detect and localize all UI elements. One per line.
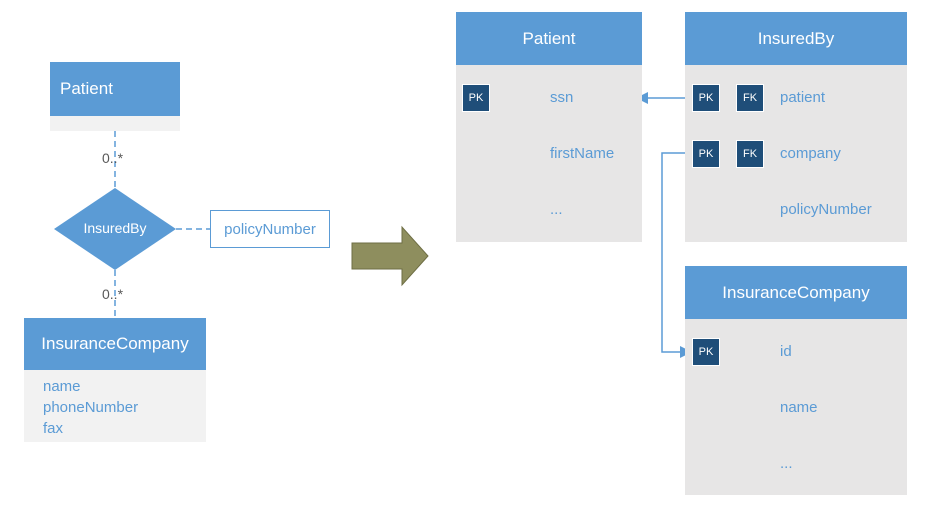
er-company-attr: phoneNumber bbox=[43, 399, 139, 416]
fk-badge: FK bbox=[736, 84, 764, 112]
pk-badge: PK bbox=[692, 140, 720, 168]
er-patient-header: Patient bbox=[50, 62, 180, 116]
er-company-header: InsuranceCompany bbox=[24, 318, 206, 370]
column-firstname: firstName bbox=[550, 145, 615, 162]
transform-arrow bbox=[351, 225, 429, 287]
fk-patient-arrowhead bbox=[636, 92, 648, 104]
table-company-title: InsuranceCompany bbox=[722, 282, 870, 302]
multiplicity-top: 0..* bbox=[102, 150, 124, 166]
table-insuredby-title: InsuredBy bbox=[757, 28, 835, 48]
fk-badge: FK bbox=[736, 140, 764, 168]
pk-badge: PK bbox=[692, 84, 720, 112]
column-ellipsis: ... bbox=[550, 201, 563, 218]
column-patient: patient bbox=[780, 89, 826, 106]
table-company-header: InsuranceCompany bbox=[685, 266, 907, 319]
column-policynumber: policyNumber bbox=[780, 201, 872, 218]
attribute-policynumber: policyNumber bbox=[210, 210, 330, 248]
pk-badge: PK bbox=[692, 338, 720, 366]
table-company-body: PK id name ... bbox=[685, 319, 907, 495]
er-company-body: name phoneNumber fax bbox=[24, 370, 206, 442]
multiplicity-bottom: 0..* bbox=[102, 286, 124, 302]
table-insuredby-header: InsuredBy bbox=[685, 12, 907, 65]
column-name: name bbox=[780, 399, 818, 416]
column-company: company bbox=[780, 145, 841, 162]
column-id: id bbox=[780, 343, 792, 360]
table-patient-header: Patient bbox=[456, 12, 642, 65]
table-patient-title: Patient bbox=[522, 28, 576, 48]
er-company-attr: name bbox=[43, 378, 81, 395]
relationship-diamond bbox=[54, 188, 176, 270]
fk-company-arrow-line bbox=[661, 152, 692, 353]
table-patient-body: PK ssn firstName ... bbox=[456, 65, 642, 242]
er-company-attr: fax bbox=[43, 420, 64, 437]
column-ellipsis: ... bbox=[780, 455, 793, 472]
attribute-policynumber-label: policyNumber bbox=[224, 220, 316, 238]
er-company-title: InsuranceCompany bbox=[41, 334, 189, 353]
er-patient-body bbox=[50, 116, 180, 131]
er-patient-title: Patient bbox=[60, 79, 113, 98]
table-insuredby-body: PK FK patient PK FK company policyNumber bbox=[685, 65, 907, 242]
relationship-label: InsuredBy bbox=[83, 220, 147, 236]
column-ssn: ssn bbox=[550, 89, 574, 106]
pk-badge: PK bbox=[462, 84, 490, 112]
